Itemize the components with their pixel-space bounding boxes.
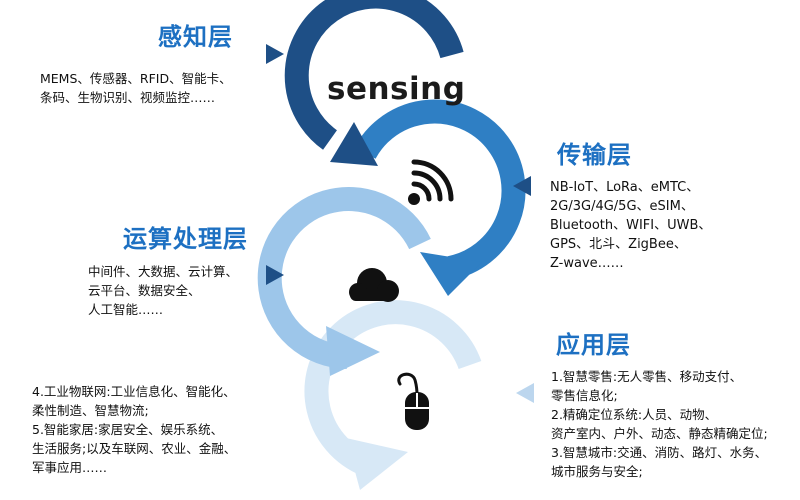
description-line: 军事应用…… [32,460,108,475]
description-line: 5.智能家居:家居安全、娱乐系统、 [32,422,224,437]
sensing-ring-group [284,0,464,166]
transmission-ring [354,99,526,280]
transmission-ring-arrowhead [420,252,482,296]
description-line: 资产室内、户外、动态、静态精确定位; [551,426,768,441]
computing-layer-description: 中间件、大数据、云计算、 云平台、数据安全、 人工智能…… [88,262,238,319]
wifi-signal-icon [408,159,454,205]
description-line: 柔性制造、智慧物流; [32,403,149,418]
description-line: 3.智慧城市:交通、消防、路灯、水务、 [551,445,768,460]
description-line: GPS、北斗、ZigBee、 [550,237,687,252]
sensing-word: sensing [327,71,466,107]
application-ring-arrowhead [346,438,408,490]
computer-mouse-icon [397,372,429,430]
transmission-layer-title: 传输层 [557,141,632,169]
description-line: 1.智慧零售:无人零售、移动支付、 [551,369,743,384]
description-line: Bluetooth、WIFI、UWB、 [550,218,712,233]
sensing-ring-arrowhead [330,122,378,166]
application-layer-description-left: 4.工业物联网:工业信息化、智能化、 柔性制造、智慧物流; 5.智能家居:家居安… [32,382,236,477]
application-pointer-triangle [516,383,534,403]
transmission-layer-description: NB-IoT、LoRa、eMTC、 2G/3G/4G/5G、eSIM、 Blue… [550,178,711,273]
description-line: 生活服务;以及车联网、农业、金融、 [32,441,237,456]
sensing-layer-title: 感知层 [158,23,233,51]
description-line: 人工智能…… [88,302,164,317]
description-line: 城市服务与安全; [551,464,643,479]
description-line: 零售信息化; [551,388,618,403]
application-layer-title: 应用层 [556,331,631,359]
cloud-icon [349,268,399,302]
sensing-ring [284,0,464,150]
description-line: 4.工业物联网:工业信息化、智能化、 [32,384,236,399]
application-layer-description-right: 1.智慧零售:无人零售、移动支付、 零售信息化; 2.精确定位系统:人员、动物、… [551,367,768,481]
computing-pointer-triangle [266,265,284,285]
computing-layer-title: 运算处理层 [123,225,248,253]
sensing-pointer-triangle [266,44,284,64]
description-line: 2G/3G/4G/5G、eSIM、 [550,199,694,214]
description-line: NB-IoT、LoRa、eMTC、 [550,180,700,195]
transmission-pointer-triangle [513,176,531,196]
description-line: 条码、生物识别、视频监控…… [40,90,216,105]
transmission-ring-group [354,99,526,296]
description-line: 中间件、大数据、云计算、 [88,264,239,279]
computing-ring-arrowhead [326,326,380,376]
description-line: 云平台、数据安全、 [88,283,201,298]
description-line: Z-wave…… [550,256,624,271]
description-line: 2.精确定位系统:人员、动物、 [551,407,718,422]
computing-ring [257,187,431,369]
sensing-layer-description: MEMS、传感器、RFID、智能卡、 条码、生物识别、视频监控…… [40,69,232,107]
computing-ring-group [257,187,431,376]
description-line: MEMS、传感器、RFID、智能卡、 [40,71,232,86]
